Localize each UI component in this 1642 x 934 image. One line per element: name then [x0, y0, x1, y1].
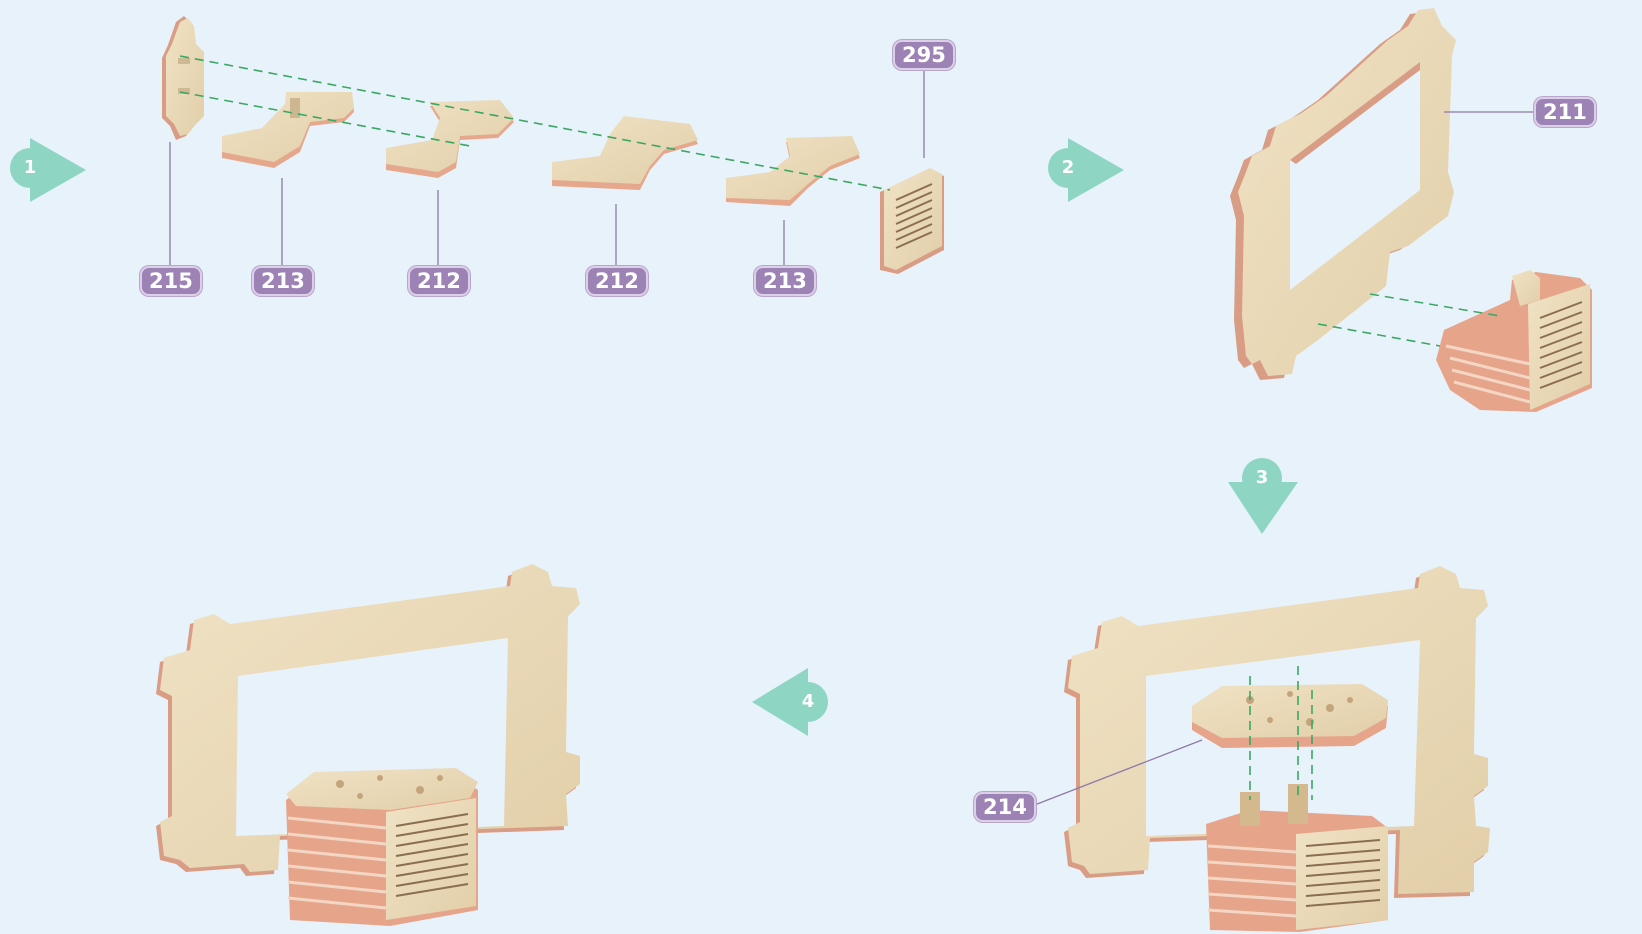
- step2-group: [1230, 8, 1592, 412]
- step-3-number: 3: [1245, 461, 1279, 495]
- part-215-plate: [162, 16, 204, 140]
- part-label-212-right: 212: [586, 266, 648, 296]
- part-212-left-bracket: [386, 100, 514, 178]
- part-212-right-bracket: [552, 116, 698, 190]
- part-label-211: 211: [1534, 97, 1596, 127]
- step-1-number: 1: [13, 151, 47, 185]
- step4-finished-assembly: [156, 564, 580, 926]
- part-label-213-right: 213: [754, 266, 816, 296]
- part-label-215: 215: [140, 266, 202, 296]
- step-2-number: 2: [1051, 151, 1085, 185]
- part-211-frame: [1230, 8, 1456, 380]
- part-label-214: 214: [974, 792, 1036, 822]
- part-label-213-left: 213: [252, 266, 314, 296]
- step2-box-assembly: [1436, 270, 1592, 412]
- step1-parts-group: [162, 16, 944, 274]
- part-label-212-left: 212: [408, 266, 470, 296]
- step-4-number: 4: [791, 685, 825, 719]
- step3-group: [1032, 566, 1490, 932]
- part-label-295: 295: [893, 40, 955, 70]
- part-214-lid: [1192, 684, 1388, 748]
- part-295-grille: [880, 168, 944, 274]
